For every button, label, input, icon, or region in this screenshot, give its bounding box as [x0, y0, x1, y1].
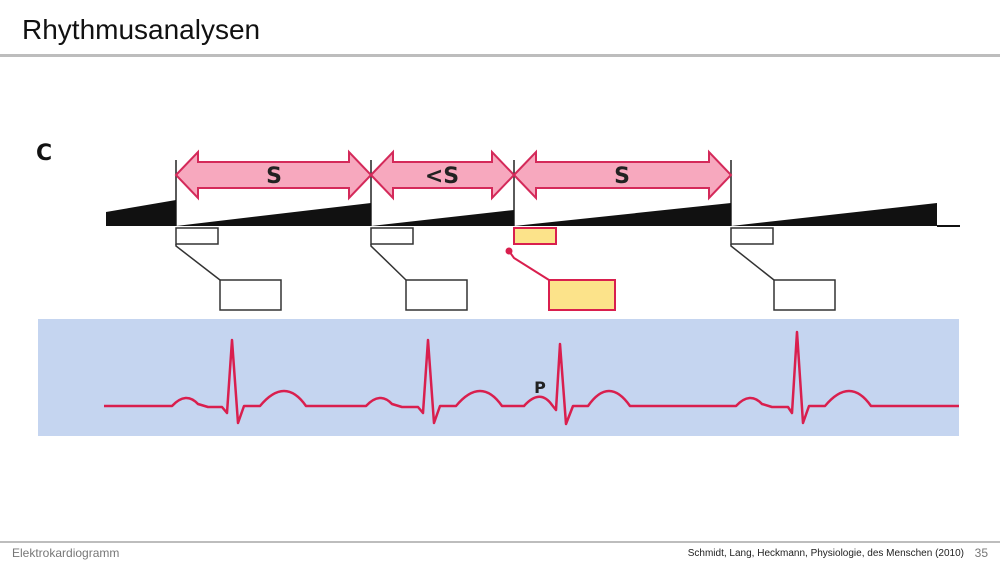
interval-arrows: S <S S: [174, 149, 733, 226]
ramp-segment: [106, 200, 176, 226]
conduction-schematic: [175, 227, 836, 311]
atrial-box: [730, 227, 774, 245]
ecg-trace: [104, 330, 959, 426]
footer-divider: [0, 541, 1000, 543]
interval-label-1: S: [266, 164, 282, 189]
p-wave-label: P: [534, 378, 546, 397]
ramp-segment: [371, 210, 514, 226]
ectopic-atrial-box: [513, 227, 557, 245]
atrial-box: [370, 227, 414, 245]
pacemaker-ramps: [106, 200, 960, 227]
ventricular-box: [219, 279, 282, 311]
ramp-segment: [176, 203, 371, 226]
conduction-line: [175, 244, 221, 281]
ecg-strip-background: [38, 319, 959, 436]
title-divider: [0, 54, 1000, 57]
interval-arrow-3: [512, 149, 733, 201]
page-title: Rhythmusanalysen: [22, 14, 261, 45]
conduction-line: [370, 244, 407, 281]
ramp-segment: [514, 203, 731, 226]
interval-label-2: <S: [425, 164, 459, 189]
footer-source-citation: Schmidt, Lang, Heckmann, Physiologie, de…: [687, 548, 964, 559]
ventricular-box: [405, 279, 468, 311]
panel-letter: C: [36, 141, 52, 166]
ramp-segment: [731, 203, 937, 226]
ectopic-ventricular-box: [548, 279, 616, 311]
ectopic-focus-dot: [505, 247, 513, 255]
footer-topic: Elektrokardiogramm: [12, 546, 120, 560]
conduction-line: [730, 244, 775, 281]
interval-label-3: S: [614, 164, 630, 189]
atrial-box: [175, 227, 219, 245]
ectopic-conduction-line: [508, 250, 550, 281]
ventricular-box: [773, 279, 836, 311]
page-number: 35: [974, 546, 988, 560]
